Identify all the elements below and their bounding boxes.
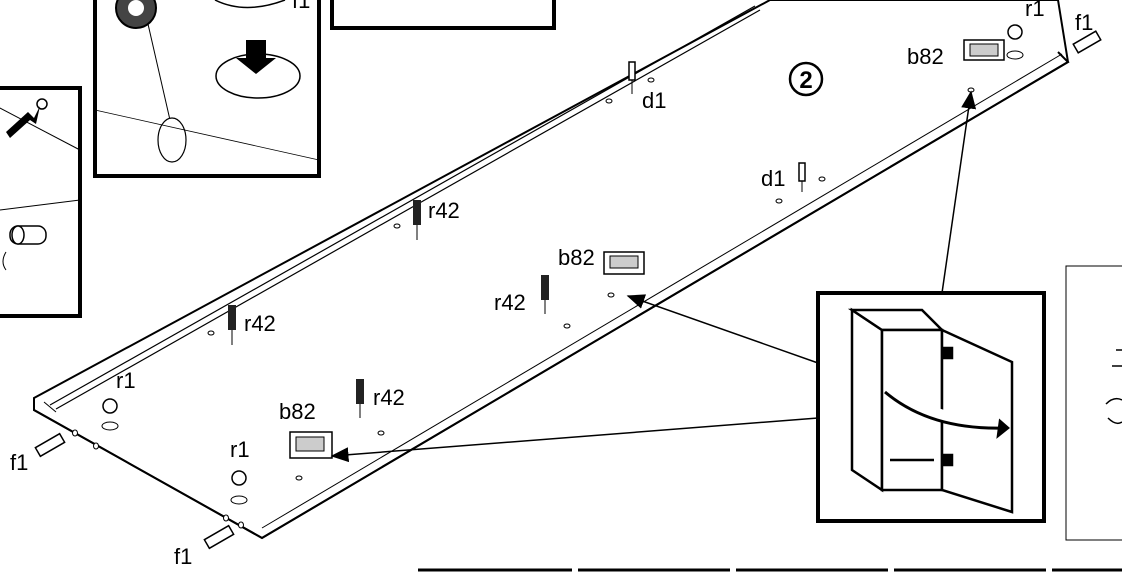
label-b82: b82 <box>907 44 944 69</box>
hinge-plate-b82-icon <box>963 39 1005 61</box>
label-r42: r42 <box>494 290 526 315</box>
cabinet-door-icon <box>847 307 1014 514</box>
cabinet-door-inset <box>816 291 1046 523</box>
dowel-f1-icon <box>203 524 235 550</box>
label-r42: r42 <box>244 311 276 336</box>
label-b82: b82 <box>279 399 316 424</box>
label-d1: d1 <box>642 88 666 113</box>
cam-lock-r1-icon <box>1006 24 1024 60</box>
cam-lock-r1-icon <box>101 398 119 431</box>
hinge-plate-b82-icon <box>603 251 645 275</box>
cam-bolt-r42-icon <box>356 379 364 418</box>
label-f1: f1 <box>10 450 28 475</box>
label-r1: r1 <box>230 437 250 462</box>
hinge-plate-b82-icon <box>289 431 333 459</box>
label-r42: r42 <box>373 385 405 410</box>
label-f1-top-crop: f1 <box>292 0 310 13</box>
detail-callout-top-center <box>330 0 556 30</box>
dowel-f1-icon <box>1072 30 1102 54</box>
label-r1: r1 <box>1025 0 1045 21</box>
detail-callout-right-partial <box>1065 265 1122 541</box>
detail-callout-top-left <box>93 0 321 178</box>
panel-board <box>33 0 1070 540</box>
cam-lock-r1-icon <box>230 470 248 505</box>
cam-bolt-r42-icon <box>413 200 421 240</box>
pointer-arrows <box>330 90 977 463</box>
label-f1: f1 <box>1075 10 1093 35</box>
step-number-badge: 2 <box>788 61 824 97</box>
cam-bolt-r42-icon <box>541 275 549 314</box>
step-number: 2 <box>799 67 812 94</box>
label-b82: b82 <box>558 245 595 270</box>
label-d1: d1 <box>761 166 785 191</box>
dowel-f1-icon <box>34 432 66 458</box>
detail-callout-left <box>0 86 82 318</box>
label-r42: r42 <box>428 198 460 223</box>
cam-bolt-r42-icon <box>228 305 236 345</box>
label-r1: r1 <box>116 368 136 393</box>
dowel-d1-icon <box>798 162 806 192</box>
dowel-d1-icon <box>628 61 636 94</box>
label-f1: f1 <box>174 544 192 569</box>
